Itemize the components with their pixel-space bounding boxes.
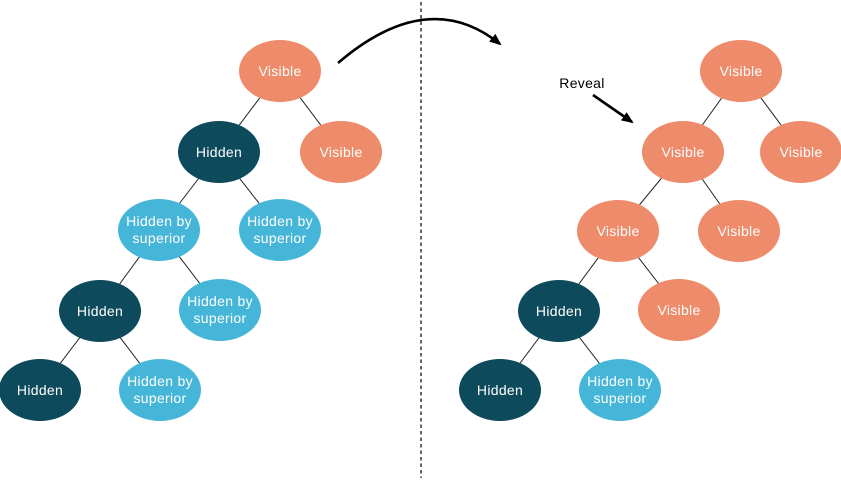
node-label: Visible	[319, 144, 362, 160]
node-ellipse	[642, 121, 724, 183]
node-ellipse	[638, 279, 720, 341]
node-label: Visible	[657, 302, 700, 318]
tree-node-hidden: Hidden	[0, 359, 81, 421]
node-ellipse	[0, 359, 81, 421]
node-label: Visible	[596, 223, 639, 239]
node-ellipse	[239, 199, 321, 261]
annotations-layer: Reveal	[337, 17, 634, 124]
node-ellipse	[698, 200, 780, 262]
node-label: Hidden	[536, 303, 582, 319]
tree-node-visible: Visible	[300, 121, 382, 183]
reveal-label: Reveal	[559, 75, 604, 91]
node-ellipse	[577, 200, 659, 262]
node-ellipse	[300, 121, 382, 183]
node-label: Visible	[779, 144, 822, 160]
node-label: Hidden	[196, 144, 242, 160]
node-ellipse	[579, 359, 661, 421]
node-ellipse	[118, 199, 200, 261]
node-label: Visible	[258, 63, 301, 79]
node-ellipse	[178, 121, 260, 183]
tree-node-visible: Visible	[239, 40, 321, 102]
node-ellipse	[700, 40, 782, 102]
tree-node-hidden: Hidden	[518, 280, 600, 342]
tree-node-hidden: Hidden	[459, 359, 541, 421]
tree-node-visible: Visible	[760, 121, 841, 183]
reveal-arrow	[592, 93, 634, 124]
tree-node-hidden: Hidden	[178, 121, 260, 183]
tree-node-hidden: Hidden	[59, 280, 141, 342]
node-label: Visible	[719, 63, 762, 79]
tree-node-visible: Visible	[642, 121, 724, 183]
node-label: Visible	[717, 223, 760, 239]
node-label: Hidden	[477, 382, 523, 398]
node-label: Visible	[661, 144, 704, 160]
tree-node-visible: Visible	[700, 40, 782, 102]
tree-node-visible: Visible	[698, 200, 780, 262]
tree-node-visible: Visible	[638, 279, 720, 341]
transform-arrow	[337, 17, 502, 64]
node-ellipse	[59, 280, 141, 342]
node-ellipse	[760, 121, 841, 183]
node-label: Hidden	[17, 382, 63, 398]
node-ellipse	[119, 359, 201, 421]
node-ellipse	[459, 359, 541, 421]
node-label: Hidden	[77, 303, 123, 319]
node-ellipse	[518, 280, 600, 342]
node-ellipse	[239, 40, 321, 102]
node-ellipse	[179, 279, 261, 341]
tree-node-visible: Visible	[577, 200, 659, 262]
